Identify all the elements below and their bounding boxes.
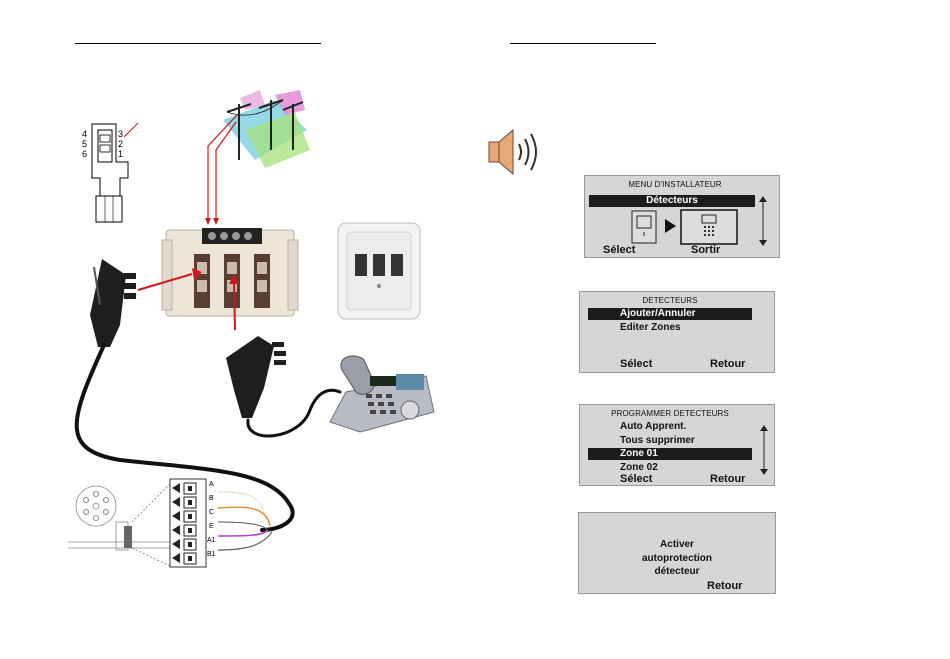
lcd-screen-installer-menu: MENU D'INSTALLATEUR Détecteurs Sélect So… [584, 175, 780, 258]
play-arrow-icon [663, 218, 677, 234]
screen-title: DETECTEURS [580, 296, 760, 305]
message-line-1: Activer [579, 539, 775, 550]
softkey-select[interactable]: Sélect [620, 358, 652, 370]
softkey-select[interactable]: Sélect [603, 244, 635, 256]
colored-wires [216, 480, 276, 570]
scroll-updown-icon [757, 196, 769, 246]
menu-item-zone-01[interactable]: Zone 01 [588, 448, 752, 460]
screen-title: PROGRAMMER DETECTEURS [580, 409, 760, 418]
terminal-label-b1: B1 [207, 551, 216, 558]
softkey-back[interactable]: Retour [707, 580, 742, 592]
menu-item-zone-02[interactable]: Zone 02 [620, 462, 658, 473]
detector-icon [629, 210, 659, 244]
message-line-2: autoprotection [579, 553, 775, 564]
menu-item-label: Zone 01 [620, 448, 658, 459]
message-line-3: détecteur [579, 566, 775, 577]
lcd-screen-programmer-detecteurs: PROGRAMMER DETECTEURS Auto Apprent. Tous… [579, 404, 775, 486]
lcd-screen-detecteurs: DETECTEURS Ajouter/Annuler Editer Zones … [579, 291, 775, 373]
softkey-back[interactable]: Retour [710, 358, 745, 370]
terminal-label-e: E [209, 523, 214, 530]
exit-panel-icon [680, 209, 738, 245]
terminal-label-a1: A1 [207, 537, 216, 544]
menu-item-ajouter-annuler[interactable]: Ajouter/Annuler [588, 308, 752, 320]
alarm-panel-outline [66, 482, 176, 572]
terminal-label-b: B [209, 495, 214, 502]
screen-title: MENU D'INSTALLATEUR [585, 180, 765, 189]
scroll-updown-icon [758, 425, 770, 475]
menu-item-label: Ajouter/Annuler [620, 308, 696, 319]
menu-highlight-detecteurs[interactable]: Détecteurs [589, 195, 755, 207]
softkey-back[interactable]: Retour [710, 473, 745, 485]
terminal-label-a: A [209, 481, 214, 488]
terminal-label-c: C [209, 509, 214, 516]
menu-item-auto-apprent[interactable]: Auto Apprent. [620, 421, 686, 432]
lcd-screen-activer-autoprotection: Activer autoprotection détecteur Retour [578, 512, 776, 594]
terminal-block [170, 479, 206, 567]
menu-highlight-label: Détecteurs [589, 195, 755, 206]
menu-item-tous-supprimer[interactable]: Tous supprimer [620, 435, 695, 446]
softkey-select[interactable]: Sélect [620, 473, 652, 485]
softkey-exit[interactable]: Sortir [691, 244, 720, 256]
menu-item-editer-zones[interactable]: Editer Zones [620, 322, 681, 333]
speaker-icon [487, 128, 539, 176]
